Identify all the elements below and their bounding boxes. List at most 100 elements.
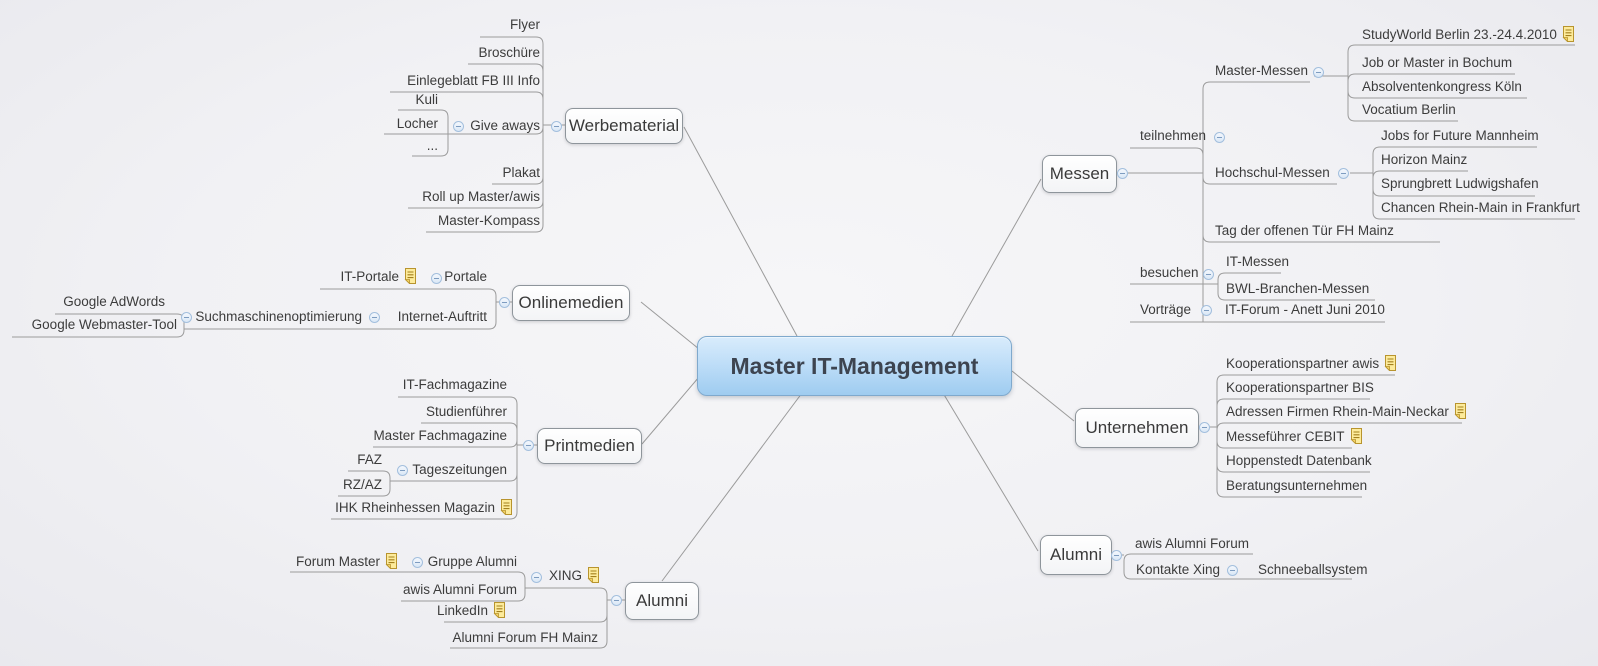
topic-broschuere[interactable]: Broschüre [478, 45, 540, 60]
topic-bwl-branchen-messen[interactable]: BWL-Branchen-Messen [1226, 281, 1370, 296]
topic-portale[interactable]: Portale [444, 269, 487, 284]
central-topic[interactable]: Master IT-Management [697, 336, 1012, 396]
node-messen[interactable]: Messen [1042, 155, 1117, 193]
collapse-minus-icon[interactable] [181, 312, 192, 323]
topic-xing[interactable]: XING [549, 567, 600, 585]
topic-forum-master[interactable]: Forum Master [296, 553, 398, 571]
collapse-minus-icon[interactable] [431, 273, 442, 284]
topic-give-aways[interactable]: Give aways [470, 118, 540, 133]
topic-it-fachmagazine[interactable]: IT-Fachmagazine [402, 377, 507, 392]
collapse-minus-icon[interactable] [453, 121, 464, 132]
topic-beratungsunternehmen[interactable]: Beratungsunternehmen [1226, 478, 1368, 493]
topic-master-messen[interactable]: Master-Messen [1215, 63, 1309, 78]
topic-absolventenkongress-koeln[interactable]: Absolventenkongress Köln [1362, 79, 1522, 94]
node-onlinemedien[interactable]: Onlinemedien [512, 285, 630, 321]
node-werbematerial[interactable]: Werbematerial [565, 108, 683, 144]
note-icon[interactable] [385, 553, 398, 569]
topic-master-fachmagazine[interactable]: Master Fachmagazine [373, 428, 507, 443]
collapse-minus-icon[interactable] [499, 297, 510, 308]
collapse-minus-icon[interactable] [1199, 422, 1210, 433]
topic-linkedin[interactable]: LinkedIn [437, 602, 506, 620]
note-icon[interactable] [587, 567, 600, 583]
topic-roll-up-master-awis[interactable]: Roll up Master/awis [422, 189, 540, 204]
collapse-minus-icon[interactable] [611, 595, 622, 606]
topic-awis-alumni-forum-xing[interactable]: awis Alumni Forum [402, 582, 517, 597]
topic-google-webmaster-tool[interactable]: Google Webmaster-Tool [31, 317, 177, 332]
topic-plakat[interactable]: Plakat [502, 165, 540, 180]
central-branch-links [640, 126, 1075, 582]
topic-vocatium-berlin[interactable]: Vocatium Berlin [1362, 102, 1456, 117]
topic-chancen-rhein-main-frankfurt[interactable]: Chancen Rhein-Main in Frankfurt [1381, 200, 1580, 215]
node-label: Alumni [1050, 545, 1102, 564]
note-icon[interactable] [493, 602, 506, 618]
note-icon[interactable] [1454, 403, 1467, 419]
topic-schneeballsystem[interactable]: Schneeballsystem [1258, 562, 1368, 577]
topic-tageszeitungen[interactable]: Tageszeitungen [412, 462, 507, 477]
topic-horizon-mainz[interactable]: Horizon Mainz [1381, 152, 1468, 167]
collapse-minus-icon[interactable] [1111, 550, 1122, 561]
collapse-minus-icon[interactable] [1338, 168, 1349, 179]
topic-kooperationspartner-bis[interactable]: Kooperationspartner BIS [1226, 380, 1374, 395]
topic-flyer[interactable]: Flyer [510, 17, 540, 32]
node-label: Werbematerial [568, 116, 680, 135]
note-icon[interactable] [1562, 26, 1575, 42]
topic-master-kompass[interactable]: Master-Kompass [437, 213, 540, 228]
messen-wires [1115, 44, 1575, 323]
topic-suchmaschinenoptimierung[interactable]: Suchmaschinenoptimierung [195, 309, 362, 324]
note-icon[interactable] [404, 268, 417, 284]
topic-faz[interactable]: FAZ [357, 452, 382, 467]
collapse-minus-icon[interactable] [551, 121, 562, 132]
node-alumni-right[interactable]: Alumni [1040, 535, 1112, 575]
topic-studyworld-berlin[interactable]: StudyWorld Berlin 23.-24.4.2010 [1362, 26, 1575, 44]
topic-hoppenstedt-datenbank[interactable]: Hoppenstedt Datenbank [1226, 453, 1372, 468]
topic-rz-az[interactable]: RZ/AZ [343, 477, 382, 492]
topic-it-messen[interactable]: IT-Messen [1226, 254, 1290, 269]
topic-sprungbrett-ludwigshafen[interactable]: Sprungbrett Ludwigshafen [1381, 176, 1539, 191]
topic-it-portale[interactable]: IT-Portale [340, 268, 417, 286]
topic-locher[interactable]: Locher [396, 116, 438, 131]
topic-job-or-master-bochum[interactable]: Job or Master in Bochum [1362, 55, 1513, 70]
topic-teilnehmen[interactable]: teilnehmen [1140, 128, 1207, 143]
topic-awis-alumni-forum-right[interactable]: awis Alumni Forum [1135, 536, 1250, 551]
topic-internet-auftritt[interactable]: Internet-Auftritt [397, 309, 487, 324]
central-topic-label: Master IT-Management [730, 352, 979, 379]
collapse-minus-icon[interactable] [1313, 67, 1324, 78]
note-icon[interactable] [500, 499, 513, 515]
topic-mehr[interactable]: ... [426, 138, 438, 153]
node-unternehmen[interactable]: Unternehmen [1075, 408, 1199, 448]
collapse-minus-icon[interactable] [531, 572, 542, 583]
topic-it-forum-anett[interactable]: IT-Forum - Anett Juni 2010 [1225, 302, 1385, 317]
collapse-minus-icon[interactable] [523, 440, 534, 451]
node-printmedien[interactable]: Printmedien [537, 428, 642, 464]
alumni-rechts-wires [1112, 553, 1352, 580]
topic-messefuehrer-cebit[interactable]: Messeführer CEBIT [1226, 428, 1363, 446]
topic-alumni-forum-fh-mainz[interactable]: Alumni Forum FH Mainz [452, 630, 598, 645]
topic-adressen-firmen-rhein-main-neckar[interactable]: Adressen Firmen Rhein-Main-Neckar [1226, 403, 1467, 421]
collapse-minus-icon[interactable] [412, 557, 423, 568]
topic-tag-der-offenen-tuer[interactable]: Tag der offenen Tür FH Mainz [1215, 223, 1394, 238]
topic-kooperationspartner-awis[interactable]: Kooperationspartner awis [1226, 355, 1397, 373]
collapse-minus-icon[interactable] [1227, 565, 1238, 576]
topic-ihk-rheinhessen-magazin[interactable]: IHK Rheinhessen Magazin [335, 499, 513, 517]
note-icon[interactable] [1350, 428, 1363, 444]
topic-gruppe-alumni[interactable]: Gruppe Alumni [427, 554, 517, 569]
collapse-minus-icon[interactable] [1201, 305, 1212, 316]
topic-besuchen[interactable]: besuchen [1140, 265, 1199, 280]
note-icon[interactable] [1384, 355, 1397, 371]
collapse-minus-icon[interactable] [1117, 168, 1128, 179]
collapse-minus-icon[interactable] [1203, 269, 1214, 280]
topic-kuli[interactable]: Kuli [415, 92, 438, 107]
node-alumni-left[interactable]: Alumni [625, 582, 699, 620]
topic-vortraege[interactable]: Vorträge [1140, 302, 1192, 317]
topic-google-adwords[interactable]: Google AdWords [63, 294, 165, 309]
topic-studienfuehrer[interactable]: Studienführer [425, 404, 507, 419]
topic-hochschul-messen[interactable]: Hochschul-Messen [1215, 165, 1330, 180]
topic-kontakte-xing[interactable]: Kontakte Xing [1136, 562, 1221, 577]
collapse-minus-icon[interactable] [369, 312, 380, 323]
topic-einlegeblatt-fb-iii-info[interactable]: Einlegeblatt FB III Info [407, 73, 540, 88]
collapse-minus-icon[interactable] [1214, 132, 1225, 143]
topic-jobs-for-future-mannheim[interactable]: Jobs for Future Mannheim [1381, 128, 1539, 143]
collapse-minus-icon[interactable] [397, 465, 408, 476]
